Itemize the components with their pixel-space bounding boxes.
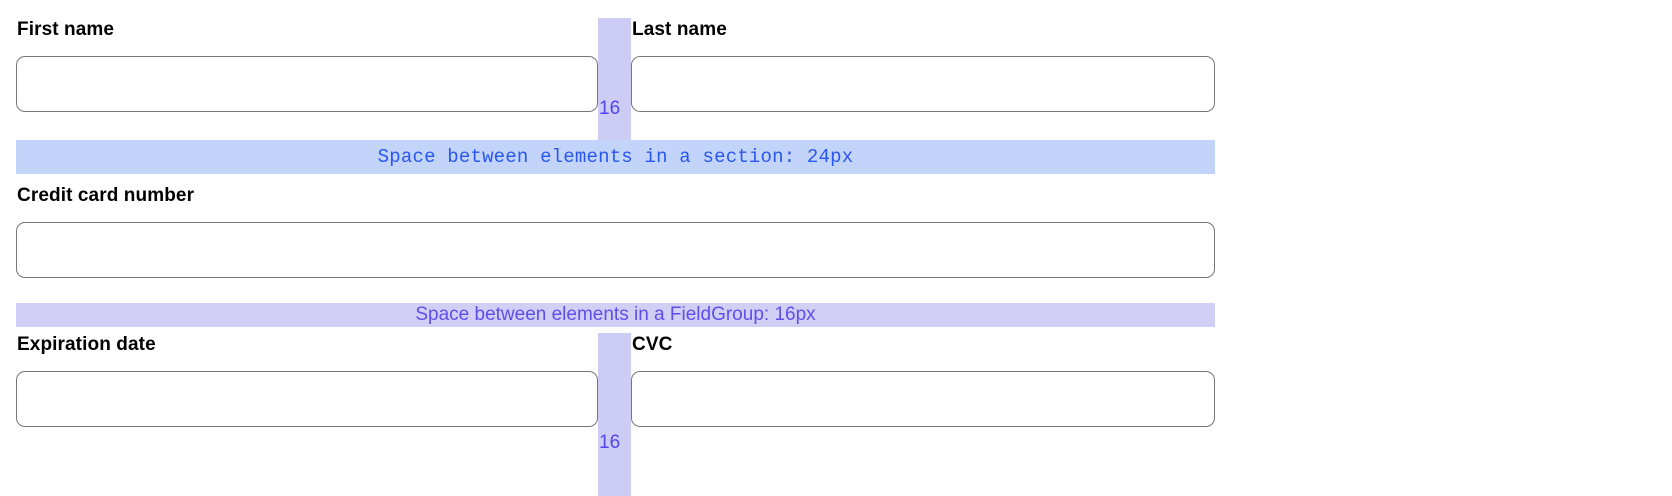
expiration-date-input[interactable] bbox=[16, 371, 598, 427]
field-expiration-date: Expiration date bbox=[16, 333, 598, 427]
field-label-last-name: Last name bbox=[632, 19, 727, 40]
fieldgroup-spacing-label: Space between elements in a FieldGroup: … bbox=[415, 304, 816, 325]
fieldgroup-spacing-annotation: Space between elements in a FieldGroup: … bbox=[16, 303, 1215, 327]
column-gap-marker-name-row: 16 bbox=[598, 18, 631, 142]
field-cvc: CVC bbox=[631, 333, 1215, 427]
credit-card-number-input[interactable] bbox=[16, 222, 1215, 278]
cvc-input[interactable] bbox=[631, 371, 1215, 427]
field-label-expiration-date: Expiration date bbox=[17, 334, 156, 355]
column-gap-marker-expiry-row: 16 bbox=[598, 333, 631, 496]
field-first-name: First name bbox=[16, 18, 598, 112]
field-label-credit-card-number: Credit card number bbox=[17, 185, 195, 206]
field-credit-card-number: Credit card number bbox=[16, 184, 1215, 278]
section-spacing-annotation: Space between elements in a section: 24p… bbox=[16, 140, 1215, 174]
field-label-cvc: CVC bbox=[632, 334, 673, 355]
last-name-input[interactable] bbox=[631, 56, 1215, 112]
column-gap-label: 16 bbox=[599, 97, 621, 119]
field-last-name: Last name bbox=[631, 18, 1215, 112]
first-name-input[interactable] bbox=[16, 56, 598, 112]
field-label-first-name: First name bbox=[17, 19, 115, 40]
column-gap-label: 16 bbox=[599, 432, 621, 453]
section-spacing-label: Space between elements in a section: 24p… bbox=[377, 146, 854, 168]
